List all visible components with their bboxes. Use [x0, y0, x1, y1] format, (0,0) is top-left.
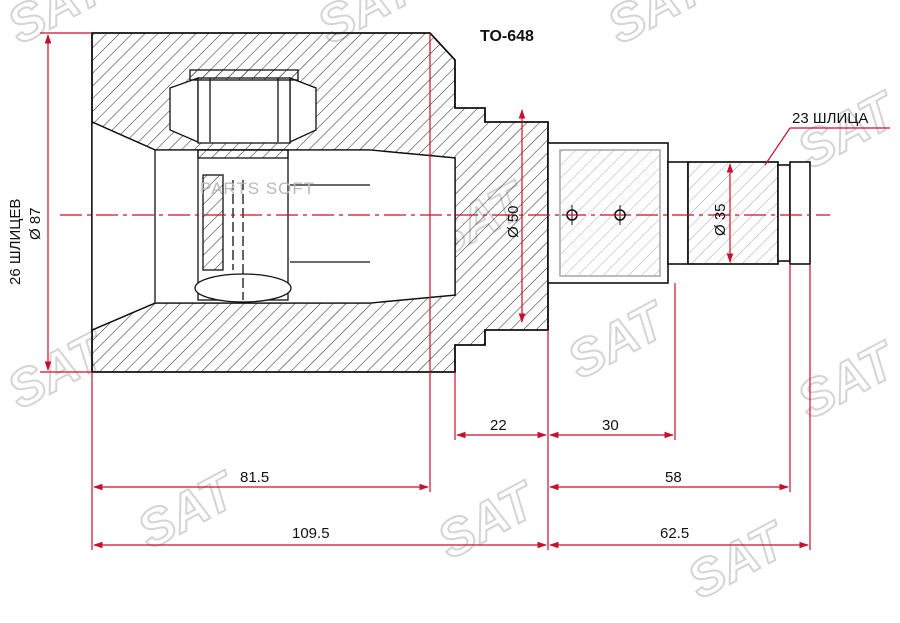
- roller-right: [289, 77, 317, 144]
- roller: [197, 77, 291, 144]
- svg-text:SAT: SAT: [558, 290, 677, 390]
- stem-groove: [777, 164, 791, 262]
- spline-leader: [764, 127, 791, 166]
- parts-soft-watermark: PARTS SOFT: [200, 179, 315, 198]
- sat-mark: SAT: [557, 289, 678, 391]
- inner-splines-label: 23 ШЛИЦА: [792, 110, 868, 127]
- sat-mark: SAT: [427, 469, 548, 571]
- svg-text:SAT: SAT: [598, 0, 717, 56]
- roller-left: [169, 77, 199, 143]
- dimension-lines: [40, 32, 890, 550]
- spider-collar: [197, 149, 289, 159]
- outer-diameter-label: Ø 87: [27, 207, 44, 240]
- spline-shading: [687, 161, 779, 265]
- tripod-spider: [169, 69, 317, 303]
- part-number: TO-648: [480, 28, 534, 45]
- sat-mark: SAT: [677, 509, 798, 611]
- length-30-label: 30: [602, 417, 619, 434]
- stem-tip: [789, 161, 811, 265]
- length-62-5-label: 62.5: [660, 525, 689, 542]
- length-22-label: 22: [490, 417, 507, 434]
- body-diameter-label: Ø 50: [505, 205, 522, 238]
- svg-text:SAT: SAT: [788, 330, 900, 430]
- svg-text:SAT: SAT: [428, 470, 547, 570]
- outer-splines-label: 26 ШЛИЦЕВ: [7, 199, 24, 285]
- stem-diameter-label: Ø 35: [712, 203, 729, 236]
- roller-top: [189, 69, 299, 81]
- length-81-5-label: 81.5: [240, 469, 269, 486]
- sat-mark: SAT: [597, 0, 718, 57]
- stem-neck: [667, 161, 689, 265]
- svg-text:SAT: SAT: [678, 510, 797, 610]
- stem-shaft: [547, 142, 811, 284]
- spider-spline: [202, 174, 224, 271]
- sat-mark: SAT: [787, 329, 900, 431]
- length-109-5-label: 109.5: [292, 525, 330, 542]
- length-58-label: 58: [665, 469, 682, 486]
